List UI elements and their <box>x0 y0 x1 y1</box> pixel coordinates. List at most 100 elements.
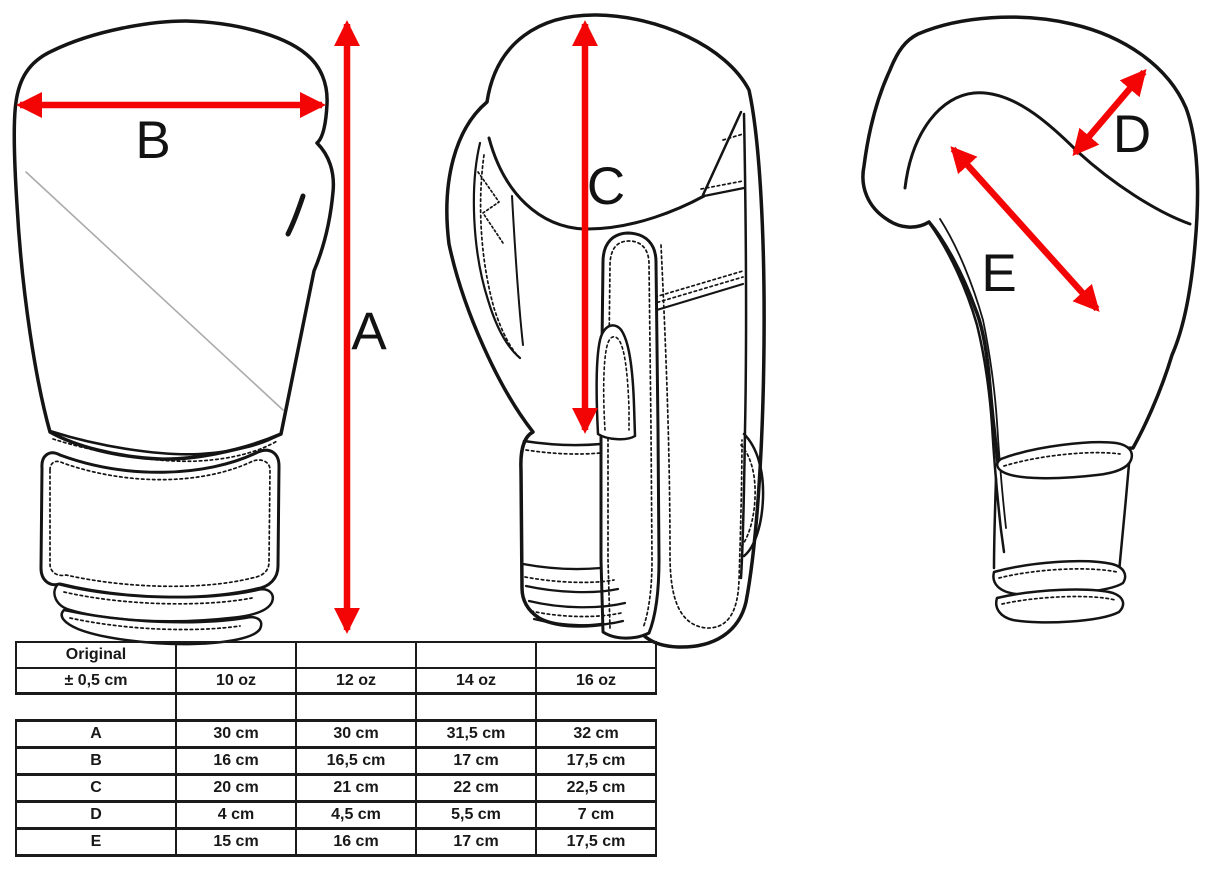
table-row-C: C 20 cm 21 cm 22 cm 22,5 cm <box>15 776 657 803</box>
table-row-A: A 30 cm 30 cm 31,5 cm 32 cm <box>15 722 657 749</box>
cuff-band-seam <box>532 617 625 627</box>
table-cell: 7 cm <box>537 803 657 830</box>
table-cell: 17 cm <box>417 749 537 776</box>
stitch-line <box>660 244 743 629</box>
table-cell: 30 cm <box>177 722 297 749</box>
diagonal-seam <box>25 171 284 411</box>
size-table: Original ± 0,5 cm 10 oz 12 oz 14 oz 16 o… <box>15 641 657 857</box>
stitch-line <box>525 449 601 455</box>
cuff-side-seam <box>992 476 998 570</box>
cuff-edge <box>48 429 282 456</box>
stitch-line <box>722 133 744 141</box>
diagonal-arrow-E <box>950 146 1100 312</box>
table-row-B: B 16 cm 16,5 cm 17 cm 17,5 cm <box>15 749 657 776</box>
stitch-line <box>1003 451 1121 467</box>
table-row-E: E 15 cm 16 cm 17 cm 17,5 cm <box>15 830 657 857</box>
stitch-line <box>479 154 520 358</box>
band-seam <box>702 186 746 198</box>
stitch-line <box>63 591 253 605</box>
table-cell-empty <box>15 695 177 722</box>
stitch-line <box>49 459 271 588</box>
table-row-D: D 4 cm 4,5 cm 5,5 cm 7 cm <box>15 803 657 830</box>
glove-outline <box>861 15 1200 465</box>
thumb-seam <box>472 141 522 360</box>
strap-top-seam <box>522 439 603 447</box>
velcro-strap <box>39 448 281 599</box>
stitch-line <box>700 180 744 190</box>
wedge-seam <box>701 110 743 197</box>
table-corner-title: Original <box>15 641 177 669</box>
table-cell: 16,5 cm <box>297 749 417 776</box>
table-cell: 16 cm <box>297 830 417 857</box>
cuff-band <box>60 608 263 646</box>
table-cell: 22 cm <box>417 776 537 803</box>
table-cell: 16 cm <box>177 749 297 776</box>
column-header-10oz: 10 oz <box>177 669 297 695</box>
table-cell: 15 cm <box>177 830 297 857</box>
table-cell: 4 cm <box>177 803 297 830</box>
table-cell-empty <box>537 641 657 669</box>
column-header-12oz: 12 oz <box>297 669 417 695</box>
stitch-line <box>740 444 756 548</box>
table-cell: 4,5 cm <box>297 803 417 830</box>
cuff-band <box>996 440 1133 480</box>
glove-outline <box>12 19 336 461</box>
table-cell: 21 cm <box>297 776 417 803</box>
stitch-line <box>607 240 653 629</box>
dimension-arrows-thumb <box>950 69 1147 312</box>
dimension-label-B: B <box>135 111 170 170</box>
row-label: E <box>15 830 177 857</box>
row-label: A <box>15 722 177 749</box>
thumb-seam <box>285 193 306 237</box>
stitch-line <box>524 576 615 584</box>
dimension-label-E: E <box>981 244 1016 303</box>
table-cell-empty <box>297 641 417 669</box>
table-cell: 30 cm <box>297 722 417 749</box>
palm-edge-seam <box>903 91 1192 226</box>
table-cell: 32 cm <box>537 722 657 749</box>
stitch-line <box>602 335 630 431</box>
side-seam <box>739 112 748 580</box>
cuff-band <box>995 588 1125 624</box>
table-cell-empty <box>177 641 297 669</box>
stitch-line <box>52 438 278 463</box>
cuff-side-seam <box>1117 462 1131 574</box>
dimension-label-D: D <box>1113 105 1151 164</box>
row-label: B <box>15 749 177 776</box>
table-cell: 31,5 cm <box>417 722 537 749</box>
wrist-tab <box>742 432 765 558</box>
band-seam <box>648 282 745 314</box>
row-label: D <box>15 803 177 830</box>
stitch-line <box>69 617 241 631</box>
dimension-arrows-front <box>16 20 360 634</box>
dimension-label-C: C <box>587 157 625 216</box>
stitch-line <box>998 568 1118 579</box>
table-cell: 17,5 cm <box>537 749 657 776</box>
table-cell-empty <box>417 695 537 722</box>
cuff-band-seam <box>524 584 620 594</box>
strap-bottom-seam <box>521 562 603 571</box>
table-cell: 5,5 cm <box>417 803 537 830</box>
stitch-line <box>530 610 622 618</box>
dimension-label-A: A <box>351 302 387 361</box>
table-cell: 20 cm <box>177 776 297 803</box>
stitch-line <box>477 171 504 244</box>
table-cell-empty <box>537 695 657 722</box>
column-header-16oz: 16 oz <box>537 669 657 695</box>
table-header-row-1: Original <box>15 641 657 669</box>
stitch-line <box>654 270 744 298</box>
stitch-line <box>651 276 744 305</box>
cuff-band-seam <box>527 599 627 609</box>
stitch-line <box>1001 595 1116 605</box>
row-label: C <box>15 776 177 803</box>
table-header-row-2: ± 0,5 cm 10 oz 12 oz 14 oz 16 oz <box>15 669 657 695</box>
table-cell-empty <box>177 695 297 722</box>
table-cell-empty <box>417 641 537 669</box>
table-cell: 22,5 cm <box>537 776 657 803</box>
glove-palm-view <box>445 13 766 649</box>
glove-front-view <box>12 19 336 646</box>
table-cell: 17 cm <box>417 830 537 857</box>
table-cell: 17,5 cm <box>537 830 657 857</box>
